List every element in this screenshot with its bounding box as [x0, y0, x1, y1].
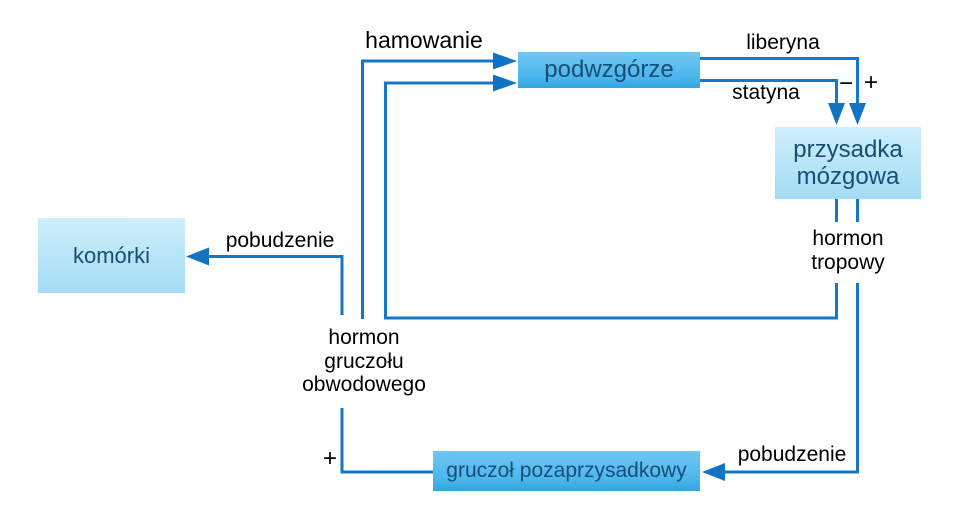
label-hormon-tropowy: hormon tropowy: [811, 227, 885, 274]
node-komorki-label: komórki: [72, 242, 150, 268]
arrowhead-right-podwzgorze-top: [493, 52, 517, 70]
connector-hormon-tropowy-feedback-to-podwzgorze: [384, 74, 838, 320]
arrowhead-down-liberyna: [849, 103, 866, 125]
label-statyna: statyna: [732, 81, 800, 104]
connector-liberyna-to-przysadka: [700, 57, 866, 125]
arrowhead-left-komorki: [186, 247, 209, 266]
node-gruczol-pozaprzysadkowy: gruczoł pozaprzysadkowy: [433, 451, 700, 491]
node-przysadka-mozgowa: przysadka mózgowa: [775, 127, 921, 199]
node-przysadka-label: przysadka mózgowa: [793, 136, 903, 190]
label-pobudzenie-komorki: pobudzenie: [225, 229, 335, 252]
arrowhead-right-podwzgorze-bottom: [493, 74, 517, 92]
node-gruczol-label: gruczoł pozaprzysadkowy: [446, 459, 687, 482]
arrowhead-left-gruczol: [702, 463, 725, 481]
label-liberyna: liberyna: [746, 31, 820, 54]
label-hamowanie: hamowanie: [365, 27, 483, 53]
connector-pobudzenie-to-gruczol: [702, 199, 859, 481]
label-plus-sign-gruczol: +: [322, 445, 338, 472]
label-minus-sign: −: [838, 70, 854, 97]
node-komorki: komórki: [38, 218, 185, 293]
connector-hamowanie-to-podwzgorze: [361, 52, 517, 319]
node-podwzgorze-label: podwzgórze: [544, 56, 674, 83]
label-hormon-gruczolu-obwodowego: hormon gruczołu obwodowego: [302, 326, 426, 396]
connector-pobudzenie-to-komorki: [186, 247, 434, 474]
label-plus-sign-przysadka: +: [863, 69, 879, 96]
connector-statyna-to-przysadka: [700, 79, 845, 125]
node-podwzgorze: podwzgórze: [518, 52, 700, 88]
label-pobudzenie-gruczol: pobudzenie: [737, 443, 847, 466]
arrowhead-down-statyna: [828, 103, 845, 125]
